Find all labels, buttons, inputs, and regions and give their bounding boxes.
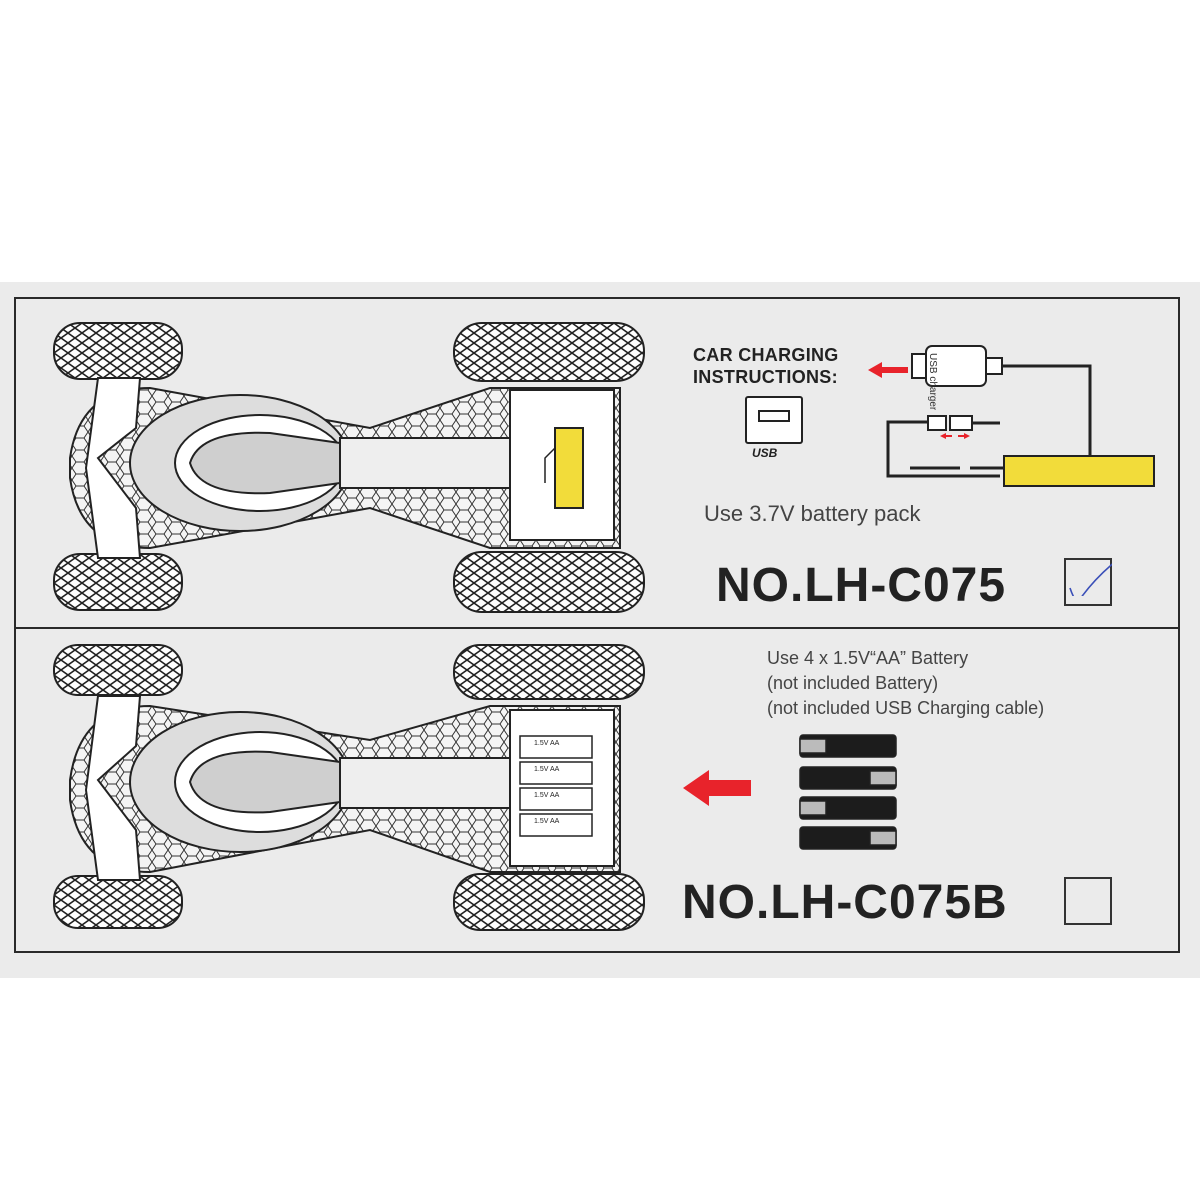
battery-pack-3-7v-icon <box>1003 455 1155 487</box>
instruction-frame <box>14 297 1180 953</box>
model-name-lh-c075: NO.LH-C075 <box>716 559 1007 612</box>
compartment-label-3: 1.5V AA <box>534 792 560 799</box>
checkmark-icon <box>1069 563 1112 596</box>
car-diagram-top <box>40 318 660 618</box>
red-arrow-left-icon <box>868 362 908 378</box>
usb-charger-label: USB charger <box>927 353 938 411</box>
aa-battery-notes: Use 4 x 1.5V“AA” Battery (not included B… <box>767 646 1044 721</box>
aa-note-line3: (not included USB Charging cable) <box>767 698 1045 718</box>
aa-note-line2: (not included Battery) <box>767 673 939 693</box>
usb-port-icon <box>745 396 803 444</box>
battery-pack-note: Use 3.7V battery pack <box>704 501 921 526</box>
usb-logo-label: USB <box>752 446 778 460</box>
model-name-lh-c075b: NO.LH-C075B <box>682 876 1008 929</box>
aa-batteries-icon <box>799 734 897 850</box>
battery-connector-icon <box>886 415 1000 478</box>
compartment-label-4: 1.5V AA <box>534 818 560 825</box>
charging-instructions-title: CAR CHARGING INSTRUCTIONS: <box>693 344 839 388</box>
charging-title-line2: INSTRUCTIONS: <box>693 367 838 387</box>
section-divider <box>14 627 1180 629</box>
compartment-label-2: 1.5V AA <box>534 766 560 773</box>
model-a-checkbox[interactable] <box>1064 558 1112 606</box>
aa-battery-compartment <box>519 735 593 837</box>
model-b-checkbox[interactable] <box>1064 877 1112 925</box>
red-arrow-left-icon <box>683 770 751 806</box>
car-top-view-icon <box>53 644 645 931</box>
battery-pack-icon <box>554 427 584 509</box>
compartment-label-1: 1.5V AA <box>534 740 560 747</box>
car-diagram-bottom <box>40 640 660 940</box>
charging-title-line1: CAR CHARGING <box>693 345 839 365</box>
aa-note-line1: Use 4 x 1.5V“AA” Battery <box>767 648 969 668</box>
car-top-view-icon <box>53 322 645 613</box>
